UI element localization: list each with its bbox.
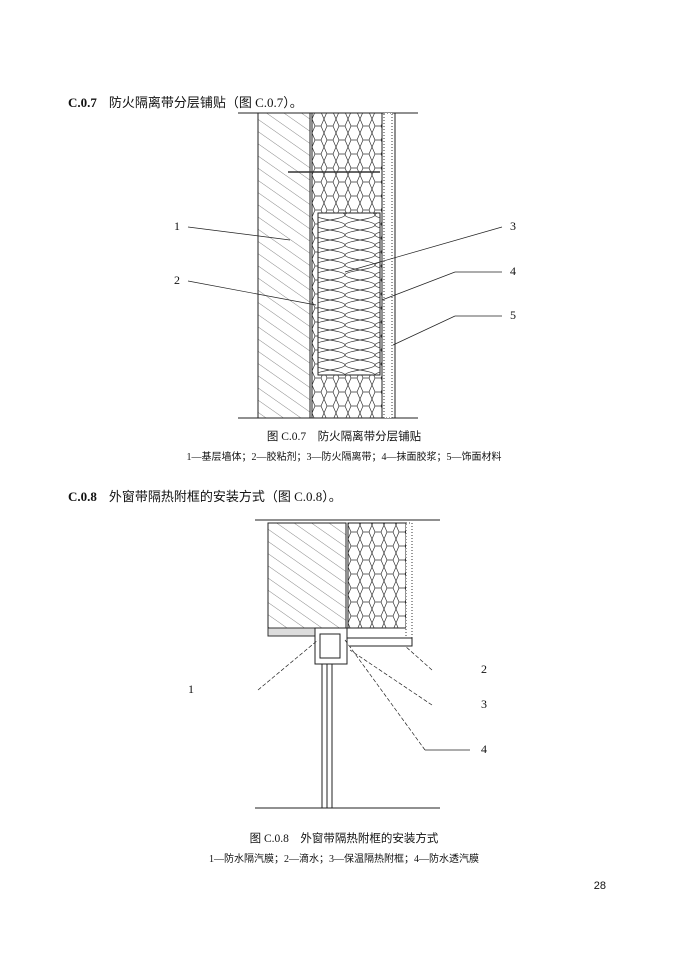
figure-label-3: 3 bbox=[510, 219, 516, 233]
figure-caption: 图 C.0.8 外窗带隔热附框的安装方式 bbox=[249, 833, 439, 845]
figure-legend: 1—防水隔汽膜；2—滴水；3—保温隔热附框；4—防水透汽膜 bbox=[209, 854, 479, 865]
page-number: 28 bbox=[593, 880, 606, 892]
figure-label-2: 2 bbox=[481, 662, 487, 676]
figure-caption: 图 C.0.7 防火隔离带分层铺贴 bbox=[266, 431, 422, 443]
figure-label-4: 4 bbox=[510, 264, 516, 278]
figure-c07-drawing bbox=[187, 112, 503, 419]
figure-label-4: 4 bbox=[481, 742, 487, 756]
section-text: 防火隔离带分层铺贴（图 C.0.7）。 bbox=[108, 95, 303, 110]
section-text: 外窗带隔热附框的安装方式（图 C.0.8）。 bbox=[108, 489, 342, 504]
figure-c08-drawing bbox=[255, 519, 470, 809]
figure-label-3: 3 bbox=[481, 697, 487, 711]
section-heading-c08: C.0.8 外窗带隔热附框的安装方式（图 C.0.8）。 bbox=[68, 486, 342, 505]
figure-label-1: 1 bbox=[174, 219, 180, 233]
figure-label-2: 2 bbox=[174, 273, 180, 287]
figure-legend: 1—基层墙体；2—胶粘剂；3—防火隔离带；4—抹面胶浆；5—饰面材料 bbox=[186, 452, 502, 463]
figure-label-1: 1 bbox=[188, 682, 194, 696]
figure-label-5: 5 bbox=[510, 308, 516, 322]
section-number: C.0.7 bbox=[68, 95, 97, 110]
section-heading-c07: C.0.7 防火隔离带分层铺贴（图 C.0.7）。 bbox=[68, 92, 303, 111]
section-number: C.0.8 bbox=[68, 489, 97, 504]
